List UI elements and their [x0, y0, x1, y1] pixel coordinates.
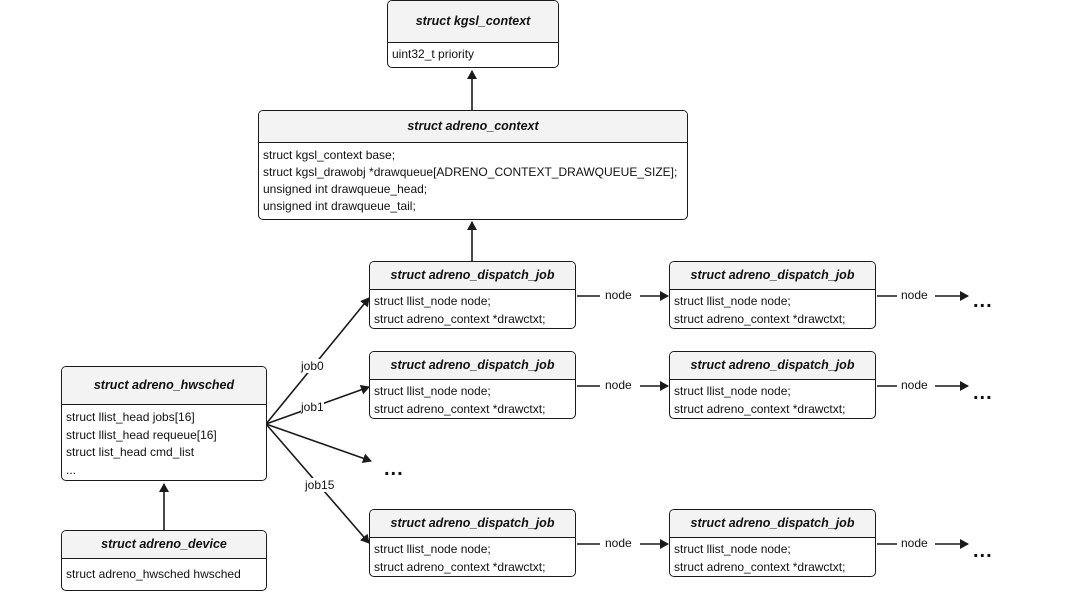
- dispatch-job-title: struct adreno_dispatch_job: [670, 510, 875, 538]
- adreno-device-title: struct adreno_device: [62, 531, 266, 559]
- job0-label: job0: [301, 359, 324, 373]
- dispatch-job-box: struct adreno_dispatch_job struct llist_…: [669, 351, 876, 419]
- field-ellipsis: ...: [66, 462, 77, 477]
- job15-label: job15: [305, 478, 335, 492]
- field-drawctxt: struct adreno_context *drawctxt;: [674, 311, 846, 326]
- adreno-context-fields: struct kgsl_context base; struct kgsl_dr…: [259, 143, 687, 215]
- field-drawctxt: struct adreno_context *drawctxt;: [674, 401, 846, 416]
- ellipsis-jobs: ...: [384, 458, 404, 480]
- field-node: struct llist_node node;: [374, 542, 491, 556]
- field-base: struct kgsl_context base;: [263, 148, 396, 162]
- field-node: struct llist_node node;: [674, 542, 791, 556]
- field-node: struct llist_node node;: [674, 384, 791, 398]
- dispatch-job-title: struct adreno_dispatch_job: [370, 510, 575, 538]
- field-requeue: struct llist_head requeue[16]: [66, 427, 217, 442]
- field-drawctxt: struct adreno_context *drawctxt;: [374, 311, 546, 326]
- dispatch-job-box: struct adreno_dispatch_job struct llist_…: [369, 509, 576, 577]
- dispatch-job-fields: struct llist_node node; struct adreno_co…: [670, 290, 875, 328]
- dispatch-job-fields: struct llist_node node; struct adreno_co…: [370, 290, 575, 328]
- ellipsis-row1: ...: [973, 290, 993, 312]
- adreno-context-box: struct adreno_context struct kgsl_contex…: [258, 110, 688, 220]
- node-label: node: [901, 378, 928, 392]
- field-drawqueue: struct kgsl_drawobj *drawqueue[ADRENO_CO…: [263, 165, 678, 179]
- adreno-hwsched-box: struct adreno_hwsched struct llist_head …: [61, 366, 267, 481]
- node-label: node: [605, 288, 632, 302]
- adreno-context-title: struct adreno_context: [259, 111, 687, 143]
- dispatch-job-box: struct adreno_dispatch_job struct llist_…: [669, 509, 876, 577]
- dispatch-job-box: struct adreno_dispatch_job struct llist_…: [369, 261, 576, 329]
- field-node: struct llist_node node;: [674, 294, 791, 308]
- kgsl-context-fields: uint32_t priority: [388, 43, 558, 64]
- field-hwsched: struct adreno_hwsched hwsched: [66, 567, 241, 581]
- field-drawctxt: struct adreno_context *drawctxt;: [374, 559, 546, 574]
- field-drawctxt: struct adreno_context *drawctxt;: [674, 559, 846, 574]
- field-node: struct llist_node node;: [374, 384, 491, 398]
- field-node: struct llist_node node;: [374, 294, 491, 308]
- ellipsis-row3: ...: [973, 540, 993, 562]
- arrow-job-ellipsis: [265, 423, 372, 464]
- job1-label: job1: [301, 400, 324, 414]
- adreno-hwsched-title: struct adreno_hwsched: [62, 367, 266, 405]
- dispatch-job-fields: struct llist_node node; struct adreno_co…: [370, 380, 575, 418]
- adreno-device-fields: struct adreno_hwsched hwsched: [62, 559, 266, 584]
- dispatch-job-box: struct adreno_dispatch_job struct llist_…: [369, 351, 576, 419]
- kgsl-context-title: struct kgsl_context: [388, 1, 558, 43]
- field-drawctxt: struct adreno_context *drawctxt;: [374, 401, 546, 416]
- dispatch-job-title: struct adreno_dispatch_job: [370, 352, 575, 380]
- field-cmd-list: struct list_head cmd_list: [66, 445, 195, 459]
- kgsl-context-box: struct kgsl_context uint32_t priority: [387, 0, 559, 68]
- dispatch-job-title: struct adreno_dispatch_job: [370, 262, 575, 290]
- field-jobs: struct llist_head jobs[16]: [66, 410, 195, 424]
- ellipsis-row2: ...: [973, 382, 993, 404]
- adreno-hwsched-fields: struct llist_head jobs[16] struct llist_…: [62, 405, 266, 479]
- dispatch-job-fields: struct llist_node node; struct adreno_co…: [670, 538, 875, 576]
- dispatch-job-fields: struct llist_node node; struct adreno_co…: [370, 538, 575, 576]
- dispatch-job-box: struct adreno_dispatch_job struct llist_…: [669, 261, 876, 329]
- field-drawqueue-head: unsigned int drawqueue_head;: [263, 182, 428, 196]
- dispatch-job-fields: struct llist_node node; struct adreno_co…: [670, 380, 875, 418]
- dispatch-job-title: struct adreno_dispatch_job: [670, 352, 875, 380]
- node-label: node: [901, 288, 928, 302]
- field-drawqueue-tail: unsigned int drawqueue_tail;: [263, 199, 416, 213]
- dispatch-job-title: struct adreno_dispatch_job: [670, 262, 875, 290]
- node-label: node: [605, 378, 632, 392]
- adreno-device-box: struct adreno_device struct adreno_hwsch…: [61, 530, 267, 591]
- node-label: node: [605, 536, 632, 550]
- node-label: node: [901, 536, 928, 550]
- field-priority: uint32_t priority: [392, 47, 475, 61]
